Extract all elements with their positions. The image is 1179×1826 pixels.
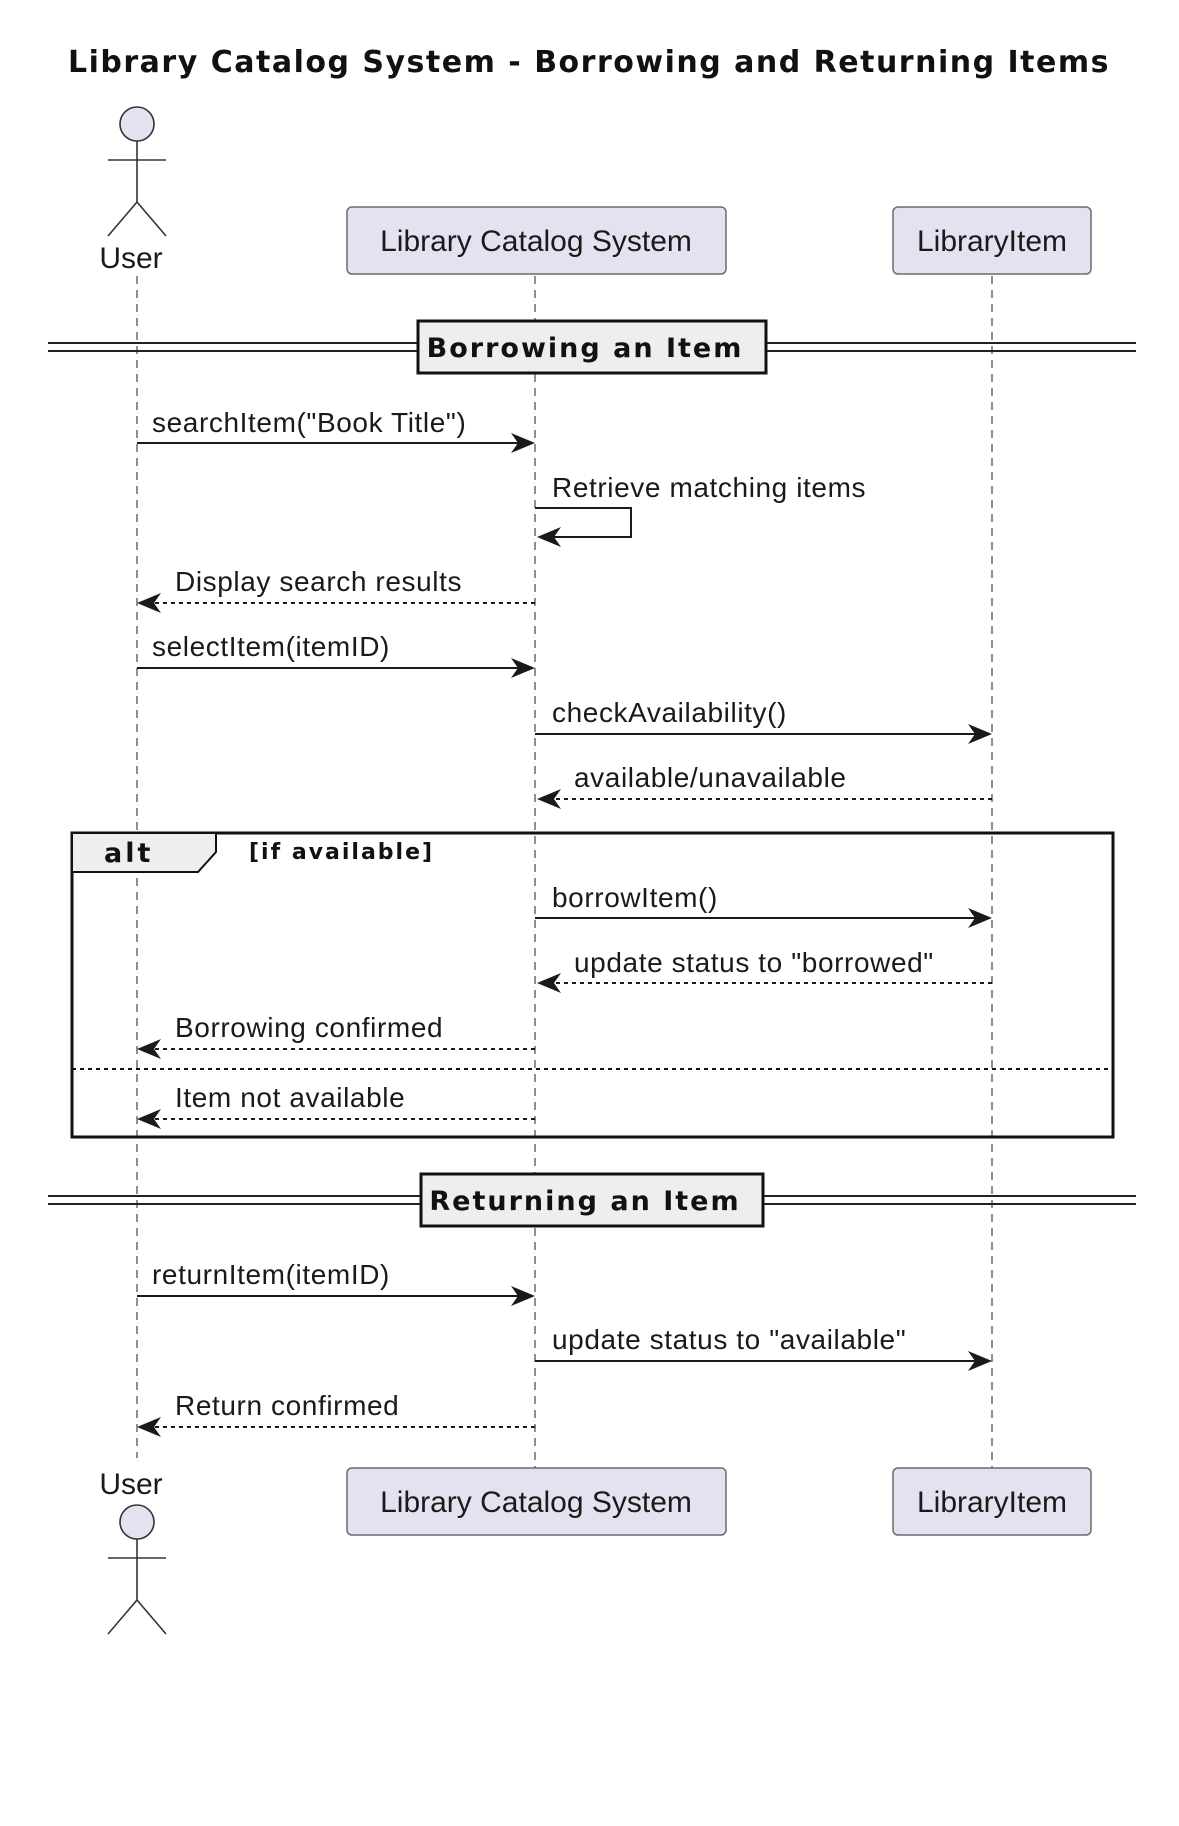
- alt-keyword: alt: [104, 838, 153, 869]
- user-actor-bottom: User: [99, 1468, 167, 1635]
- message-return-confirmed: Return confirmed: [137, 1390, 535, 1437]
- arrow-head-icon: [537, 789, 561, 809]
- diagram-title: Library Catalog System - Borrowing and R…: [68, 45, 1110, 80]
- arrow-head-icon: [537, 973, 561, 993]
- catalog-label-bottom: Library Catalog System: [380, 1486, 692, 1519]
- user-label-top: User: [99, 242, 162, 275]
- arrow-head-icon: [968, 908, 992, 928]
- arrow-head-icon: [137, 1109, 161, 1129]
- arrow-head-icon: [137, 593, 161, 613]
- message-borrow-item: borrowItem(): [535, 882, 992, 928]
- message-label: borrowItem(): [552, 882, 718, 913]
- catalog-participant-top: Library Catalog System: [346, 206, 727, 275]
- message-update-available: update status to "available": [535, 1324, 992, 1371]
- message-available-reply: available/unavailable: [537, 762, 992, 809]
- actor-head-icon: [119, 1504, 155, 1540]
- divider-returning-label: Returning an Item: [429, 1186, 740, 1217]
- alt-tab: [71, 832, 217, 873]
- arrow-head-icon: [137, 1417, 161, 1437]
- divider-returning: Returning an Item: [48, 1172, 1136, 1228]
- message-label: Borrowing confirmed: [175, 1012, 443, 1043]
- message-label: searchItem("Book Title"): [152, 407, 466, 438]
- message-label: available/unavailable: [574, 762, 847, 793]
- message-label: Retrieve matching items: [552, 472, 866, 503]
- message-label: returnItem(itemID): [152, 1259, 390, 1290]
- message-item-not-available: Item not available: [137, 1082, 535, 1129]
- arrow-head-icon: [511, 1286, 535, 1306]
- message-label: Return confirmed: [175, 1390, 399, 1421]
- libraryitem-label-bottom: LibraryItem: [917, 1486, 1067, 1519]
- catalog-label-top: Library Catalog System: [380, 225, 692, 258]
- message-label: Display search results: [175, 566, 462, 597]
- message-label: selectItem(itemID): [152, 631, 390, 662]
- message-retrieve-self: Retrieve matching items: [535, 472, 866, 547]
- divider-borrowing: Borrowing an Item: [48, 319, 1136, 375]
- libraryitem-participant-bottom: LibraryItem: [892, 1467, 1092, 1536]
- arrow-head-icon: [968, 724, 992, 744]
- catalog-participant-bottom: Library Catalog System: [346, 1467, 727, 1536]
- message-label: update status to "borrowed": [574, 947, 934, 978]
- message-select-item: selectItem(itemID): [137, 631, 535, 678]
- message-label: Item not available: [175, 1082, 405, 1113]
- libraryitem-label-top: LibraryItem: [917, 225, 1067, 258]
- alt-fragment: alt [if available]: [70, 831, 1115, 1139]
- divider-borrowing-label: Borrowing an Item: [427, 333, 744, 364]
- message-check-availability: checkAvailability(): [535, 697, 992, 744]
- alt-condition: [if available]: [249, 840, 434, 865]
- message-label: checkAvailability(): [552, 697, 787, 728]
- arrow-head-icon: [537, 527, 561, 547]
- arrow-head-icon: [511, 433, 535, 453]
- user-actor-top: User: [99, 106, 167, 275]
- message-display-results: Display search results: [137, 566, 535, 613]
- message-label: update status to "available": [552, 1324, 906, 1355]
- libraryitem-participant-top: LibraryItem: [892, 206, 1092, 275]
- message-search-item: searchItem("Book Title"): [137, 407, 535, 453]
- arrow-head-icon: [511, 658, 535, 678]
- user-label-bottom: User: [99, 1468, 162, 1501]
- actor-head-icon: [119, 106, 155, 142]
- arrow-head-icon: [968, 1351, 992, 1371]
- arrow-head-icon: [137, 1039, 161, 1059]
- message-return-item: returnItem(itemID): [137, 1259, 535, 1306]
- message-update-borrowed: update status to "borrowed": [537, 947, 992, 993]
- message-borrowing-confirmed: Borrowing confirmed: [137, 1012, 535, 1059]
